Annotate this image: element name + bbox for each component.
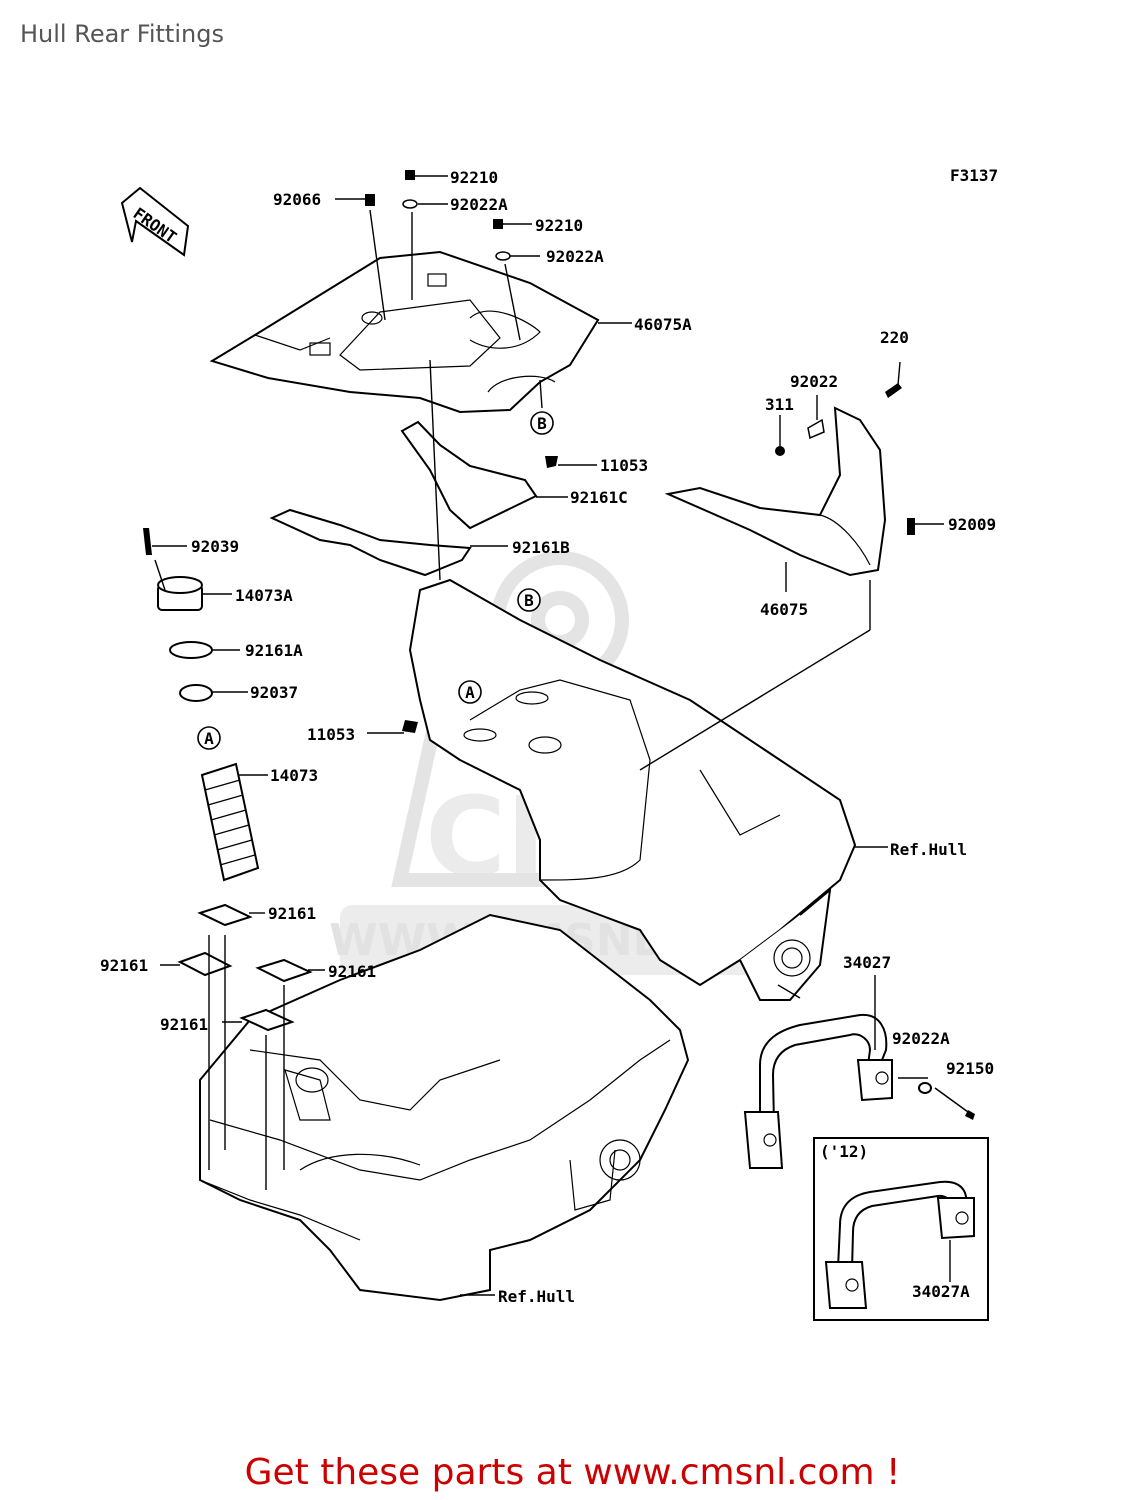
marker-B-top: B <box>530 411 554 435</box>
callout-92022A-b: 92022A <box>546 247 604 266</box>
callout-92161-a: 92161 <box>268 904 316 923</box>
hull-lower <box>199 913 690 1302</box>
year-note: ('12) <box>820 1142 868 1161</box>
marker-B-mid: B <box>517 588 541 612</box>
part-46075A-cover <box>209 250 600 414</box>
marker-A-left: A <box>197 726 221 750</box>
callout-92210-a: 92210 <box>450 168 498 187</box>
callout-92066: 92066 <box>273 190 321 209</box>
callout-11053-a: 11053 <box>600 456 648 475</box>
callout-34027: 34027 <box>843 953 891 972</box>
callout-92161-c: 92161 <box>328 962 376 981</box>
callout-ref-hull-b: Ref.Hull <box>498 1287 575 1306</box>
part-92161B-gasket <box>269 508 472 577</box>
callout-92009: 92009 <box>948 515 996 534</box>
callout-311: 311 <box>765 395 794 414</box>
callout-92022A-c: 92022A <box>892 1029 950 1048</box>
leader-lines <box>152 175 969 1296</box>
callout-92161-b: 92161 <box>100 956 148 975</box>
inset-2012-box <box>813 1137 989 1321</box>
svg-text:A: A <box>204 729 214 748</box>
footer-link-text[interactable]: Get these parts at www.cmsnl.com ! <box>244 1452 901 1493</box>
callout-34027A: 34027A <box>912 1282 970 1301</box>
callout-92022: 92022 <box>790 372 838 391</box>
callout-92161C: 92161C <box>570 488 628 507</box>
callout-46075A: 46075A <box>634 315 692 334</box>
part-34027-grab-bar <box>743 1013 975 1169</box>
marker-A-mid: A <box>458 680 482 704</box>
callout-11053-b: 11053 <box>307 725 355 744</box>
stickers-92161 <box>177 903 313 1032</box>
callout-220: 220 <box>880 328 909 347</box>
callout-ref-hull-a: Ref.Hull <box>890 840 967 859</box>
callout-92022A-a: 92022A <box>450 195 508 214</box>
callout-92161A: 92161A <box>245 641 303 660</box>
front-arrow: FRONT <box>120 186 190 257</box>
callout-92161-d: 92161 <box>160 1015 208 1034</box>
svg-text:A: A <box>465 683 475 702</box>
part-92161C-gasket <box>400 420 538 530</box>
hardware-top <box>365 170 915 733</box>
part-46075-rear-cover <box>664 406 887 577</box>
callout-46075: 46075 <box>760 600 808 619</box>
svg-text:B: B <box>537 414 547 433</box>
figure-code: F3137 <box>950 166 998 185</box>
callout-labels: 92066 92210 92022A 92210 92022A 46075A 1… <box>100 168 996 1306</box>
callout-92161B: 92161B <box>512 538 570 557</box>
page-title: Hull Rear Fittings <box>20 20 224 48</box>
filler-neck-assembly <box>143 528 260 882</box>
callout-92150: 92150 <box>946 1059 994 1078</box>
callout-92210-b: 92210 <box>535 216 583 235</box>
callout-92039: 92039 <box>191 537 239 556</box>
callout-14073: 14073 <box>270 766 318 785</box>
callout-92037: 92037 <box>250 683 298 702</box>
svg-text:B: B <box>524 591 534 610</box>
callout-14073A: 14073A <box>235 586 293 605</box>
hull-upper <box>408 578 857 1001</box>
